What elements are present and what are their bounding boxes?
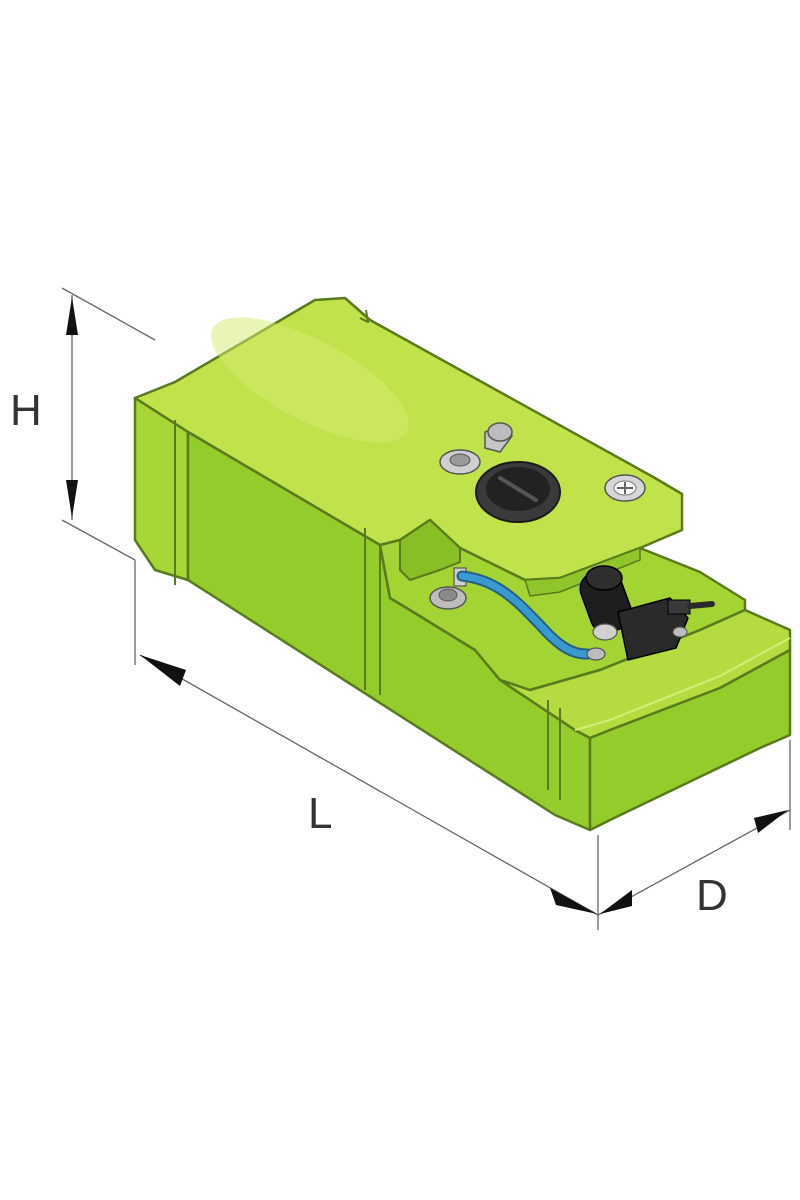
top-notch <box>359 309 369 323</box>
rib-right <box>547 700 561 800</box>
water-tank <box>133 296 792 832</box>
pump-assembly <box>429 565 715 661</box>
hose-fitting-icon <box>439 422 513 475</box>
rib-middle <box>364 528 381 695</box>
depth-arrow-right <box>754 810 788 833</box>
height-extension-top <box>61 287 156 341</box>
step-edge-highlight <box>574 637 791 731</box>
length-label: L <box>308 789 332 838</box>
height-extension-bottom <box>61 519 136 561</box>
step-right-face <box>588 648 792 832</box>
round-screw-cap-icon <box>475 461 561 523</box>
top-fittings <box>439 422 646 523</box>
top-highlight <box>211 317 409 443</box>
height-label: H <box>10 386 42 435</box>
height-arrow-top <box>66 297 78 335</box>
rib-left <box>174 420 189 585</box>
recess-back-wall <box>524 547 641 597</box>
blue-hose-fill <box>458 572 592 658</box>
water-pump-icon <box>579 565 715 661</box>
length-arrow-right <box>550 888 597 914</box>
length-dimension-line <box>139 654 599 916</box>
depth-label: D <box>696 871 728 920</box>
length-arrow-left <box>140 655 186 686</box>
recess-inner-wall <box>399 519 461 581</box>
dimension-arrowheads <box>66 297 788 914</box>
depth-arrow-left <box>600 890 632 914</box>
step-top-face <box>498 608 792 740</box>
height-arrow-bottom <box>66 480 78 518</box>
vent-fitting-icon <box>604 474 646 502</box>
